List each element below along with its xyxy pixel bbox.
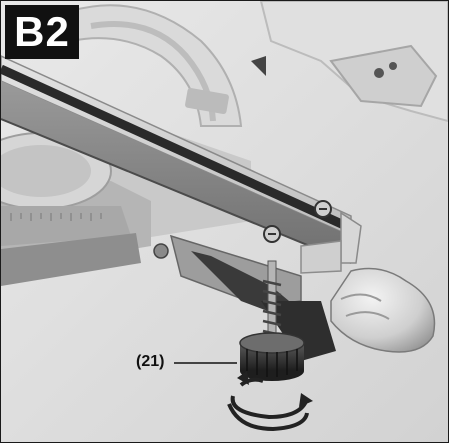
motor-housing xyxy=(251,1,448,123)
locking-knob xyxy=(330,267,436,353)
callout-21: (21) xyxy=(136,353,165,370)
screw-icon xyxy=(314,200,332,218)
figure-label: B2 xyxy=(5,5,79,59)
blade-guard xyxy=(70,4,243,127)
extension-rail xyxy=(1,55,362,274)
adjustment-foot xyxy=(239,332,305,381)
screw-icon xyxy=(263,225,281,243)
rotation-arrow-icon xyxy=(227,371,313,432)
